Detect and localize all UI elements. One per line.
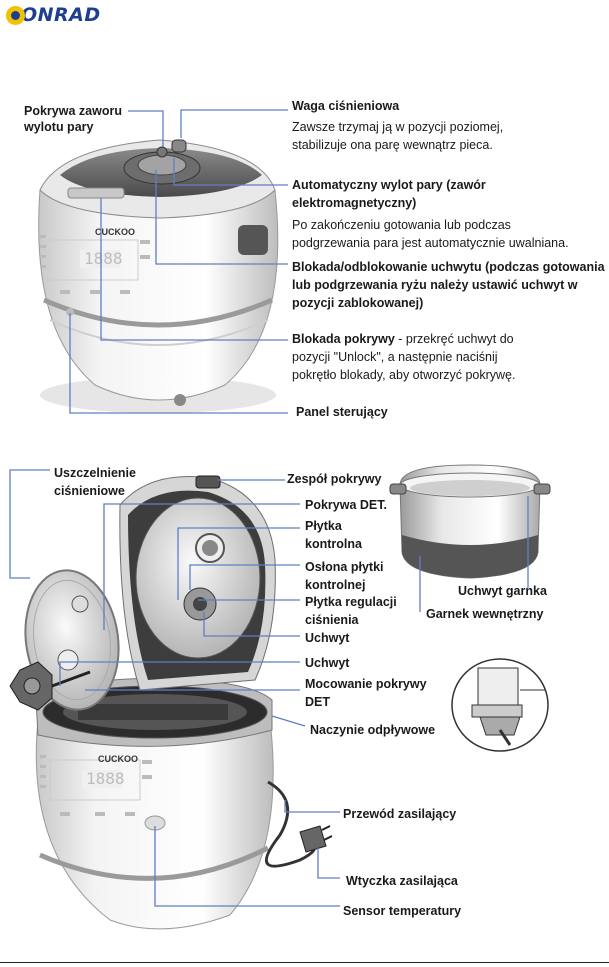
label-garnek-wewnetrzny: Garnek wewnętrzny (426, 607, 544, 621)
label-pokrywa-det: Pokrywa DET. (305, 498, 387, 512)
device-brand-bottom: CUCKOO (98, 754, 138, 764)
label-automatyczny-wylot: Automatyczny wylot pary (zawór elektroma… (292, 178, 486, 210)
device-brand-top: CUCKOO (95, 227, 135, 237)
label-pokrywa-zaworu: Pokrywa zaworu wylotu pary (24, 104, 122, 134)
conrad-logo: ONRAD (6, 4, 101, 26)
label-uszczelnienie: Uszczelnienie ciśnieniowe (54, 466, 136, 498)
label-przewod-zasilajacy: Przewód zasilający (343, 807, 457, 821)
top-leader-lines (69, 109, 288, 414)
label-waga-cisnieniowa: Waga ciśnieniowa (292, 99, 400, 113)
inset-drawing (451, 658, 549, 752)
footer-rule (0, 962, 609, 963)
label-plytka-regulacji: Płytka regulacji ciśnienia (305, 595, 397, 627)
label-mocowanie-pokrywy: Mocowanie pokrywy DET (305, 677, 427, 709)
cooker-closed (38, 139, 279, 413)
cooker-open (9, 475, 333, 930)
label-blokada-uchwytu: Blokada/odblokowanie uchwytu (podczas go… (292, 260, 605, 310)
blokada-pokrywy-title: Blokada pokrywy (292, 332, 395, 346)
conrad-logo-text: ONRAD (21, 4, 101, 26)
desc-automatyczny-wylot: Po zakończeniu gotowania lub podczas pod… (292, 218, 569, 250)
label-uchwyt-2: Uchwyt (305, 656, 350, 670)
label-plytka-kontrolna: Płytka kontrolna (305, 519, 362, 551)
conrad-logo-mark (6, 5, 25, 25)
label-oslona-plytki: Osłona płytki kontrolnej (305, 560, 384, 592)
label-zespol-pokrywy: Zespół pokrywy (287, 472, 382, 486)
label-blokada-pokrywy: Blokada pokrywy - przekręć uchwyt do poz… (292, 330, 515, 384)
label-sensor-temperatury: Sensor temperatury (343, 904, 462, 918)
device-display-top: 1888 (84, 249, 123, 268)
device-display-bottom: 1888 (86, 769, 125, 788)
inner-pot (389, 464, 551, 579)
label-uchwyt-garnka: Uchwyt garnka (458, 584, 547, 598)
label-panel-sterujacy: Panel sterujący (296, 405, 388, 419)
label-wtyczka-zasilajaca: Wtyczka zasilająca (346, 874, 458, 888)
label-uchwyt-1: Uchwyt (305, 631, 350, 645)
bottom-leader-lines (9, 469, 529, 907)
blokada-pokrywy-desc: - przekręć uchwyt do pozycji "Unlock", a… (292, 332, 516, 382)
desc-waga-cisnieniowa: Zawsze trzymaj ją w pozycji poziomej, st… (292, 120, 504, 152)
label-naczynie-odplywowe: Naczynie odpływowe (310, 723, 436, 737)
